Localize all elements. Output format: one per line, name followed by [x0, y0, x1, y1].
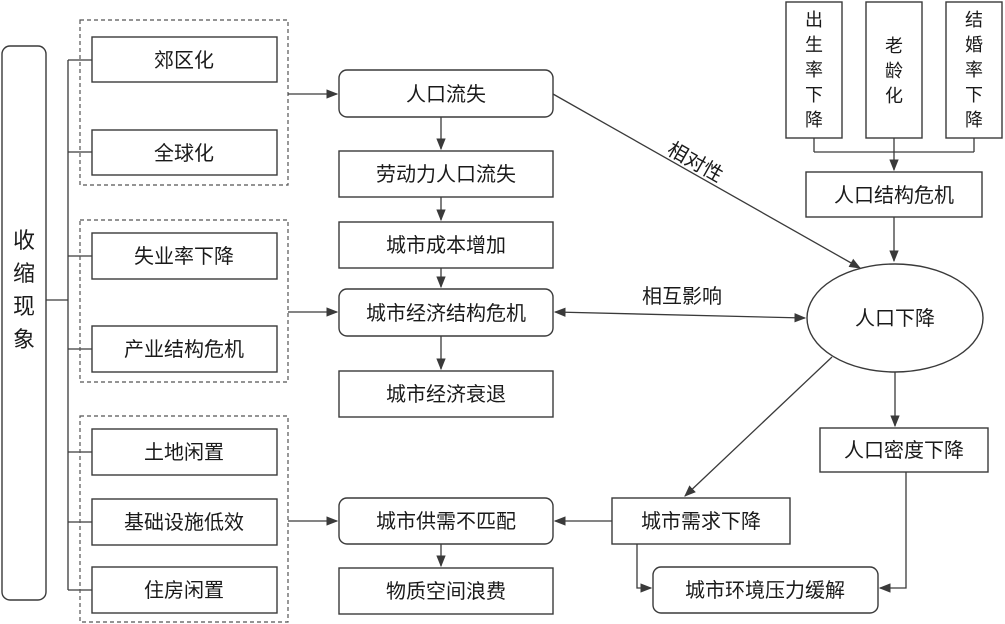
node-industrial-structure-crisis: 产业结构危机 [91, 325, 278, 373]
node-space-waste: 物质空间浪费 [338, 567, 554, 615]
svg-text:土地闲置: 土地闲置 [144, 440, 224, 464]
svg-text:化: 化 [885, 86, 903, 107]
svg-text:物质空间浪费: 物质空间浪费 [386, 579, 506, 603]
node-demand-drop: 城市需求下降 [611, 497, 791, 545]
edge-label-mutual-influence: 相互影响 [642, 284, 722, 308]
node-globalization: 全球化 [91, 129, 278, 176]
svg-text:基础设施低效: 基础设施低效 [124, 510, 244, 534]
left-label-char: 现 [13, 295, 35, 320]
svg-text:老: 老 [885, 36, 903, 57]
svg-text:城市环境压力缓解: 城市环境压力缓解 [685, 578, 845, 602]
svg-text:人口下降: 人口下降 [855, 306, 935, 330]
node-birth-rate-drop: 出 生 率 下 降 [785, 1, 843, 139]
node-env-pressure-relief: 城市环境压力缓解 [652, 566, 879, 614]
svg-text:失业率下降: 失业率下降 [134, 244, 234, 268]
arrow-demand-to-env [636, 544, 653, 593]
node-population-structure-crisis: 人口结构危机 [805, 171, 983, 218]
left-label-char: 象 [13, 328, 35, 353]
left-label-char: 收 [13, 229, 35, 254]
svg-text:结: 结 [965, 10, 983, 31]
svg-text:率: 率 [965, 60, 983, 81]
svg-text:城市需求下降: 城市需求下降 [641, 509, 761, 533]
arrow-to-demand-drop [684, 356, 833, 497]
svg-text:产业结构危机: 产业结构危机 [124, 337, 244, 361]
node-supply-demand-mismatch: 城市供需不匹配 [338, 497, 554, 545]
group-economic-causes [79, 219, 289, 383]
svg-text:城市供需不匹配: 城市供需不匹配 [376, 509, 516, 533]
node-unemployment-drop: 失业率下降 [91, 232, 278, 280]
svg-text:郊区化: 郊区化 [154, 48, 214, 72]
svg-text:生: 生 [805, 35, 823, 56]
node-population-decline: 人口下降 [806, 263, 984, 373]
svg-text:人口结构危机: 人口结构危机 [834, 183, 954, 207]
group-space-causes [79, 415, 289, 623]
svg-text:下: 下 [805, 85, 823, 106]
left-bracket [46, 59, 92, 591]
group-population-causes [79, 19, 289, 186]
shrinkage-phenomenon-box: 收 缩 现 象 [1, 45, 47, 601]
node-population-loss: 人口流失 [338, 69, 554, 118]
left-label-char: 缩 [13, 262, 35, 287]
svg-text:城市成本增加: 城市成本增加 [386, 233, 506, 257]
svg-text:率: 率 [805, 60, 823, 81]
arrow-density-to-env [878, 472, 907, 593]
node-marriage-rate-drop: 结 婚 率 下 降 [945, 1, 1003, 139]
svg-text:人口流失: 人口流失 [406, 82, 486, 106]
svg-text:降: 降 [965, 110, 983, 131]
node-housing-idle: 住房闲置 [91, 566, 278, 614]
arrow-mutual-influence [553, 307, 807, 323]
node-labor-loss: 劳动力人口流失 [338, 150, 554, 198]
arrow-relative [552, 93, 862, 269]
svg-text:劳动力人口流失: 劳动力人口流失 [376, 162, 516, 186]
node-land-idle: 土地闲置 [91, 428, 278, 476]
svg-text:降: 降 [805, 110, 823, 131]
edge-label-relative: 相对性 [663, 137, 727, 187]
node-aging: 老 龄 化 [865, 1, 923, 139]
svg-text:龄: 龄 [885, 61, 903, 82]
node-economic-structure-crisis: 城市经济结构危机 [338, 288, 554, 337]
svg-text:婚: 婚 [965, 35, 983, 56]
merge-connector [813, 138, 975, 172]
node-city-cost-increase: 城市成本增加 [338, 221, 554, 269]
node-economic-decline: 城市经济衰退 [338, 370, 554, 418]
node-suburbanization: 郊区化 [91, 36, 278, 83]
svg-text:城市经济衰退: 城市经济衰退 [386, 382, 506, 406]
svg-text:下: 下 [965, 85, 983, 106]
svg-text:出: 出 [805, 10, 823, 31]
svg-text:住房闲置: 住房闲置 [144, 578, 224, 602]
node-infrastructure-inefficient: 基础设施低效 [91, 498, 278, 546]
svg-text:城市经济结构危机: 城市经济结构危机 [366, 301, 526, 325]
svg-text:人口密度下降: 人口密度下降 [844, 438, 964, 462]
svg-text:全球化: 全球化 [154, 141, 214, 165]
node-density-drop: 人口密度下降 [819, 427, 989, 473]
